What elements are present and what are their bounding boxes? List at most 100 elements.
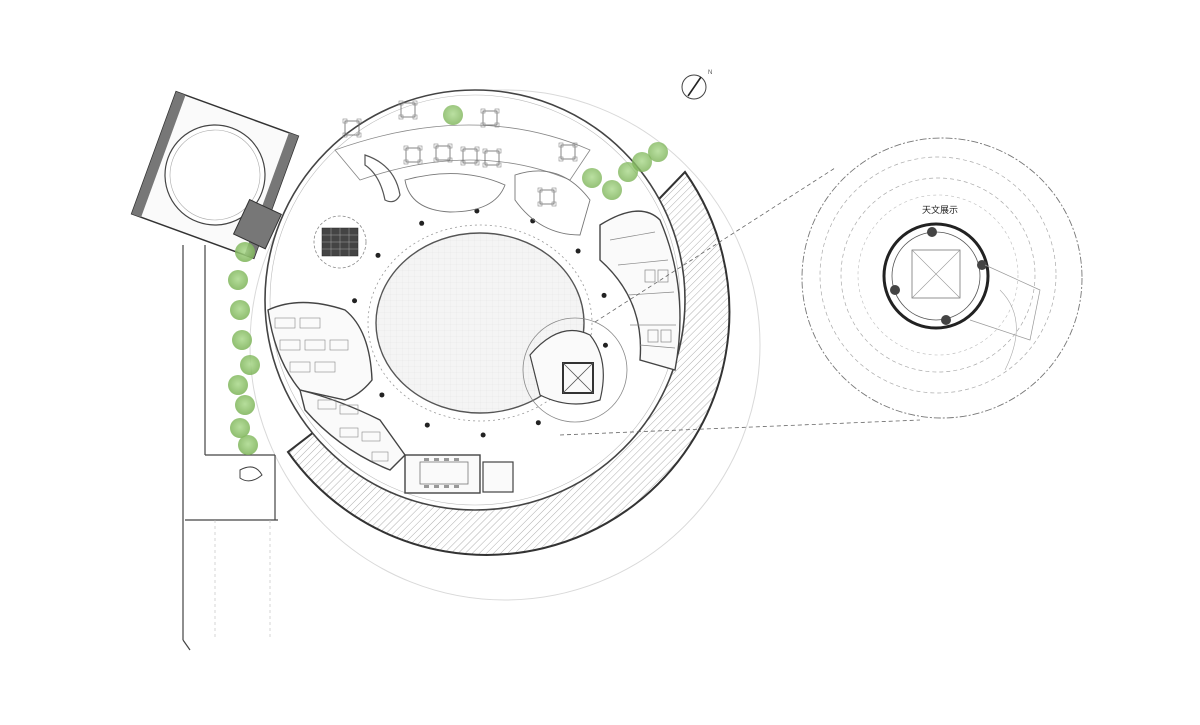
- lift-core: [562, 362, 594, 394]
- bar-counter: [364, 154, 401, 203]
- astronomy-detail: 天文展示: [801, 137, 1083, 419]
- lower-left-wing: [299, 389, 406, 471]
- tree: [443, 105, 463, 125]
- table-cluster: [342, 118, 362, 138]
- meeting-table: [419, 461, 469, 485]
- callout-line-top: [594, 167, 836, 323]
- chair: [356, 118, 362, 124]
- column: [601, 292, 607, 298]
- tree: [232, 330, 252, 350]
- atrium-ring: [367, 224, 593, 422]
- chair: [417, 145, 423, 151]
- column: [375, 252, 381, 258]
- column: [352, 298, 358, 304]
- table: [482, 110, 498, 126]
- chair: [417, 159, 423, 165]
- annex-building: [130, 90, 300, 260]
- chair: [342, 118, 348, 124]
- chair: [398, 114, 404, 120]
- chair: [558, 142, 564, 148]
- service-rooms: [609, 231, 676, 349]
- table: [435, 145, 451, 161]
- chair: [342, 132, 348, 138]
- chair: [496, 148, 502, 154]
- detail-title: 天文展示: [922, 204, 958, 216]
- tree: [228, 270, 248, 290]
- column: [602, 342, 608, 348]
- connector-block: [232, 198, 283, 250]
- chair: [403, 159, 409, 165]
- table-cluster: [433, 143, 453, 163]
- table: [484, 150, 500, 166]
- chair: [496, 162, 502, 168]
- stair-circle: [522, 317, 628, 423]
- chair: [433, 157, 439, 163]
- table-cluster: [482, 148, 502, 168]
- column: [474, 208, 480, 214]
- table: [560, 144, 576, 160]
- chair: [482, 148, 488, 154]
- table: [405, 147, 421, 163]
- tree: [602, 180, 622, 200]
- north-label: N: [708, 70, 712, 76]
- right-service-wing: [599, 210, 681, 371]
- tree: [632, 152, 652, 172]
- chair: [412, 114, 418, 120]
- chair: [494, 122, 500, 128]
- table: [400, 102, 416, 118]
- round-room: [313, 215, 367, 269]
- table: [344, 120, 360, 136]
- table-cluster: [537, 187, 557, 207]
- column: [480, 432, 486, 438]
- north-compass: N: [681, 70, 712, 100]
- chair: [494, 108, 500, 114]
- chair: [398, 100, 404, 106]
- tree: [230, 300, 250, 320]
- reception-island: [404, 173, 506, 213]
- small-room: [482, 461, 514, 493]
- chair: [558, 156, 564, 162]
- chair: [447, 157, 453, 163]
- tree: [235, 395, 255, 415]
- chair: [551, 187, 557, 193]
- tree: [238, 435, 258, 455]
- tree-plantings: [228, 105, 668, 455]
- table: [462, 148, 478, 164]
- meeting-room: [404, 454, 481, 494]
- chair: [460, 146, 466, 152]
- chair: [474, 160, 480, 166]
- chair: [474, 146, 480, 152]
- column: [535, 420, 541, 426]
- tree: [235, 242, 255, 262]
- chair: [412, 100, 418, 106]
- table-cluster: [558, 142, 578, 162]
- left-corridor: [182, 245, 278, 651]
- chair: [572, 142, 578, 148]
- chair: [480, 122, 486, 128]
- chair: [433, 143, 439, 149]
- left-office-wing: [267, 301, 373, 401]
- tree: [582, 168, 602, 188]
- meeting-chairs: [424, 458, 459, 488]
- chair: [356, 132, 362, 138]
- chair: [551, 201, 557, 207]
- chair: [403, 145, 409, 151]
- chair: [447, 143, 453, 149]
- table: [539, 189, 555, 205]
- lounge-tables: [342, 100, 578, 207]
- chair: [537, 187, 543, 193]
- table-cluster: [460, 146, 480, 166]
- chair: [572, 156, 578, 162]
- column: [379, 392, 385, 398]
- tree: [618, 162, 638, 182]
- central-atrium: [375, 232, 585, 414]
- table-cluster: [398, 100, 418, 120]
- column: [575, 248, 581, 254]
- tree: [648, 142, 668, 162]
- chair: [537, 201, 543, 207]
- tree: [230, 418, 250, 438]
- table-cluster: [480, 108, 500, 128]
- stair-room: [529, 329, 604, 405]
- chair: [482, 162, 488, 168]
- chair: [480, 108, 486, 114]
